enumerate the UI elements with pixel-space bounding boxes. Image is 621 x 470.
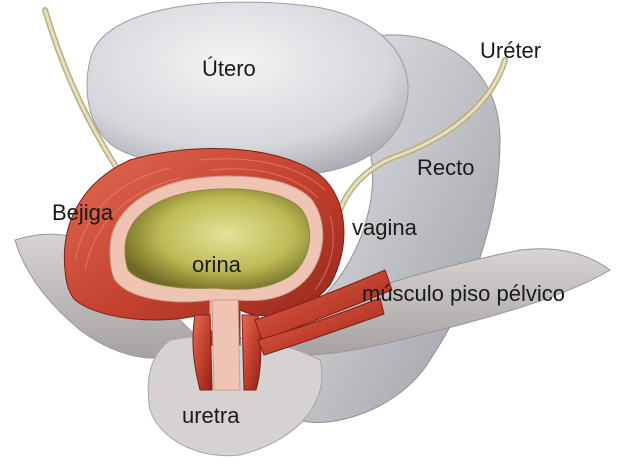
label-musculo-piso-pelvico: músculo piso pélvico — [362, 283, 565, 305]
label-vagina: vagina — [352, 217, 417, 239]
label-recto: Recto — [417, 157, 474, 179]
label-ureter: Uréter — [480, 40, 541, 62]
label-uretra: uretra — [182, 405, 239, 427]
label-orina: orina — [192, 254, 241, 276]
label-utero: Útero — [202, 58, 256, 80]
uterus-shape — [87, 2, 408, 175]
label-bejiga: Bejiga — [52, 202, 113, 224]
urethra-tube — [212, 300, 240, 390]
